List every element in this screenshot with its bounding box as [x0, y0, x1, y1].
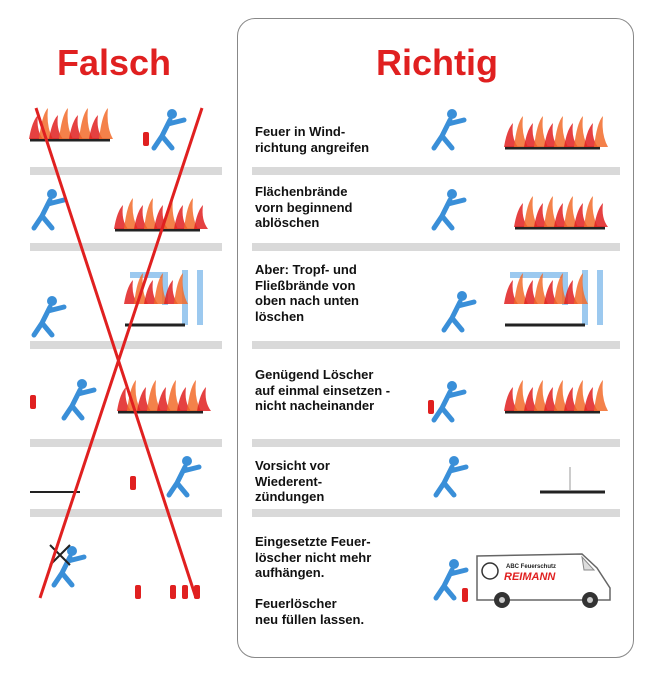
extinguisher-icon — [130, 476, 136, 490]
instruction-text: Genügend Löscher auf einmal einsetzen - … — [255, 367, 391, 413]
pipe-fire-icon — [124, 270, 203, 327]
person-icon — [431, 109, 467, 151]
richtig-panel — [237, 18, 634, 658]
separator — [30, 509, 222, 517]
fire-icon — [514, 196, 608, 230]
van-logo-line1: ABC Feuerschutz — [506, 564, 556, 570]
extinguisher-icon — [428, 400, 434, 414]
extinguisher-icon — [462, 588, 468, 602]
smoke-fire-icon — [30, 491, 80, 493]
person-icon — [431, 189, 467, 231]
separator — [30, 341, 222, 349]
person-icon — [31, 296, 67, 338]
extinguishers-icon — [135, 585, 200, 599]
instruction-text: Flächenbrände vorn beginnend ablöschen — [255, 184, 353, 230]
separator — [30, 439, 222, 447]
separator — [252, 341, 620, 349]
separator — [252, 509, 620, 517]
separator — [30, 167, 222, 175]
instruction-text: Aber: Tropf- und Fließbrände von oben na… — [255, 262, 359, 324]
fire-icon — [504, 380, 608, 414]
person-icon — [166, 456, 202, 498]
person-icon — [31, 189, 67, 231]
separator — [30, 243, 222, 251]
person-icon — [61, 379, 97, 421]
pipe-fire-icon — [504, 270, 603, 327]
person-icon — [441, 291, 477, 333]
falsch-title: Falsch — [57, 42, 172, 83]
instruction-text: Eingesetzte Feuer- löscher nicht mehr au… — [255, 534, 372, 580]
extinguisher-icon — [30, 395, 36, 409]
separator — [252, 439, 620, 447]
fire-service-van: ABC Feuerschutz REIMANN — [476, 553, 611, 608]
richtig-title: Richtig — [376, 42, 498, 83]
van-logo-line2: REIMANN — [504, 571, 556, 583]
instruction-text: Vorsicht vor Wiederent- zündungen — [255, 458, 330, 504]
smoldering-icon — [540, 467, 605, 494]
person-icon — [151, 109, 187, 151]
people-icon — [431, 381, 467, 423]
person-icon — [433, 559, 469, 601]
instruction-text: Feuerlöscher neu füllen lassen. — [255, 596, 365, 627]
separator — [252, 243, 620, 251]
fire-icon — [117, 380, 211, 414]
instruction-text: Feuer in Wind- richtung angreifen — [255, 124, 370, 155]
fire-icon — [504, 116, 608, 150]
extinguisher-icon — [143, 132, 149, 146]
separator — [252, 167, 620, 175]
person-icon — [433, 456, 469, 498]
